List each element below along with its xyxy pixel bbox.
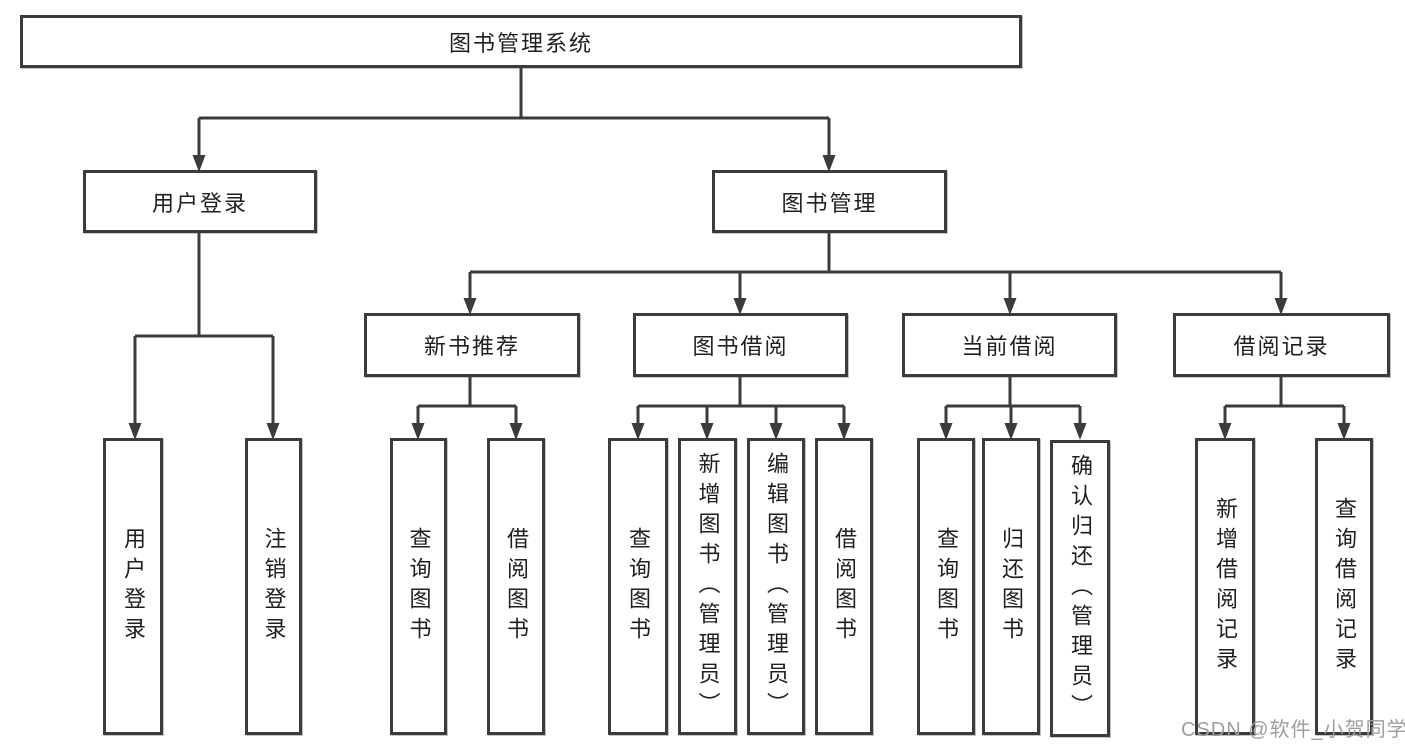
arrowhead-icon bbox=[266, 423, 280, 440]
connector-line bbox=[636, 377, 846, 424]
leaf-logout[interactable]: 注销登录 bbox=[245, 438, 302, 735]
leaf-query-books-recommend[interactable]: 查询图书 bbox=[390, 438, 447, 735]
node-root[interactable]: 图书管理系统 bbox=[20, 15, 1022, 68]
leaf-user-login[interactable]: 用户登录 bbox=[103, 438, 163, 735]
arrowhead-icon bbox=[192, 155, 206, 172]
node-label: 新增图书（管理员） bbox=[695, 451, 721, 722]
node-label: 注销登录 bbox=[261, 526, 287, 647]
connector-line bbox=[197, 68, 831, 158]
arrowhead-icon bbox=[1073, 423, 1087, 440]
arrowhead-icon bbox=[1337, 423, 1351, 440]
node-current-borrow[interactable]: 当前借阅 bbox=[902, 313, 1117, 377]
node-label: 查询图书 bbox=[934, 526, 959, 647]
arrowhead-icon bbox=[700, 423, 714, 440]
arrowhead-icon bbox=[939, 423, 953, 440]
watermark: CSDN @软件_小贺同学 bbox=[1181, 719, 1405, 741]
arrowhead-icon bbox=[1003, 298, 1017, 315]
node-label: 借阅记录 bbox=[1233, 334, 1330, 359]
leaf-borrow-books-recommend[interactable]: 借阅图书 bbox=[487, 438, 545, 735]
arrowhead-icon bbox=[837, 423, 851, 440]
node-label: 用户登录 bbox=[151, 190, 248, 216]
connector-line bbox=[944, 377, 1082, 424]
connector-line bbox=[416, 377, 518, 424]
arrowhead-icon bbox=[411, 423, 425, 440]
arrowhead-icon bbox=[1004, 423, 1018, 440]
leaf-return-books[interactable]: 归还图书 bbox=[982, 438, 1040, 735]
leaf-query-books-borrow[interactable]: 查询图书 bbox=[608, 438, 668, 735]
node-label: 借阅图书 bbox=[832, 526, 857, 647]
node-book-management[interactable]: 图书管理 bbox=[712, 170, 947, 233]
leaf-add-borrow-record[interactable]: 新增借阅记录 bbox=[1195, 438, 1255, 735]
node-label: 编辑图书（管理员） bbox=[764, 451, 789, 722]
node-borrow-records[interactable]: 借阅记录 bbox=[1173, 313, 1390, 377]
node-label: 当前借阅 bbox=[961, 334, 1058, 359]
node-label: 图书管理 bbox=[781, 190, 878, 216]
arrowhead-icon bbox=[822, 155, 836, 172]
node-label: 查询借阅记录 bbox=[1332, 496, 1357, 677]
arrowhead-icon bbox=[769, 423, 783, 440]
leaf-edit-books-admin[interactable]: 编辑图书（管理员） bbox=[747, 438, 805, 735]
connector-line bbox=[1223, 377, 1346, 424]
node-label: 用户登录 bbox=[121, 526, 146, 647]
leaf-confirm-return-admin[interactable]: 确认归还（管理员） bbox=[1050, 440, 1110, 737]
arrowhead-icon bbox=[509, 423, 523, 440]
node-label: 图书借阅 bbox=[692, 334, 789, 359]
arrowhead-icon bbox=[1218, 423, 1232, 440]
node-label: 新书推荐 bbox=[423, 334, 520, 359]
leaf-borrow-books[interactable]: 借阅图书 bbox=[815, 438, 873, 735]
node-label: 新增借阅记录 bbox=[1213, 496, 1238, 677]
connector-line bbox=[133, 233, 275, 424]
node-new-book-recommend[interactable]: 新书推荐 bbox=[364, 313, 580, 377]
node-label: 归还图书 bbox=[999, 526, 1024, 647]
arrowhead-icon bbox=[733, 298, 747, 315]
node-label: 查询图书 bbox=[626, 526, 651, 647]
arrowhead-icon bbox=[128, 423, 142, 440]
node-user-login-branch[interactable]: 用户登录 bbox=[83, 170, 317, 233]
node-label: 借阅图书 bbox=[504, 526, 529, 647]
arrowhead-icon bbox=[463, 298, 477, 315]
leaf-query-books-current[interactable]: 查询图书 bbox=[917, 438, 975, 735]
leaf-add-books-admin[interactable]: 新增图书（管理员） bbox=[678, 438, 737, 735]
connector-line bbox=[468, 233, 1283, 299]
arrowhead-icon bbox=[1274, 298, 1288, 315]
node-label: 确认归还（管理员） bbox=[1068, 453, 1093, 724]
arrowhead-icon bbox=[631, 423, 645, 440]
leaf-query-borrow-record[interactable]: 查询借阅记录 bbox=[1315, 438, 1373, 735]
node-label: 查询图书 bbox=[406, 526, 432, 647]
node-book-borrow[interactable]: 图书借阅 bbox=[633, 313, 848, 377]
node-label: 图书管理系统 bbox=[448, 30, 593, 56]
